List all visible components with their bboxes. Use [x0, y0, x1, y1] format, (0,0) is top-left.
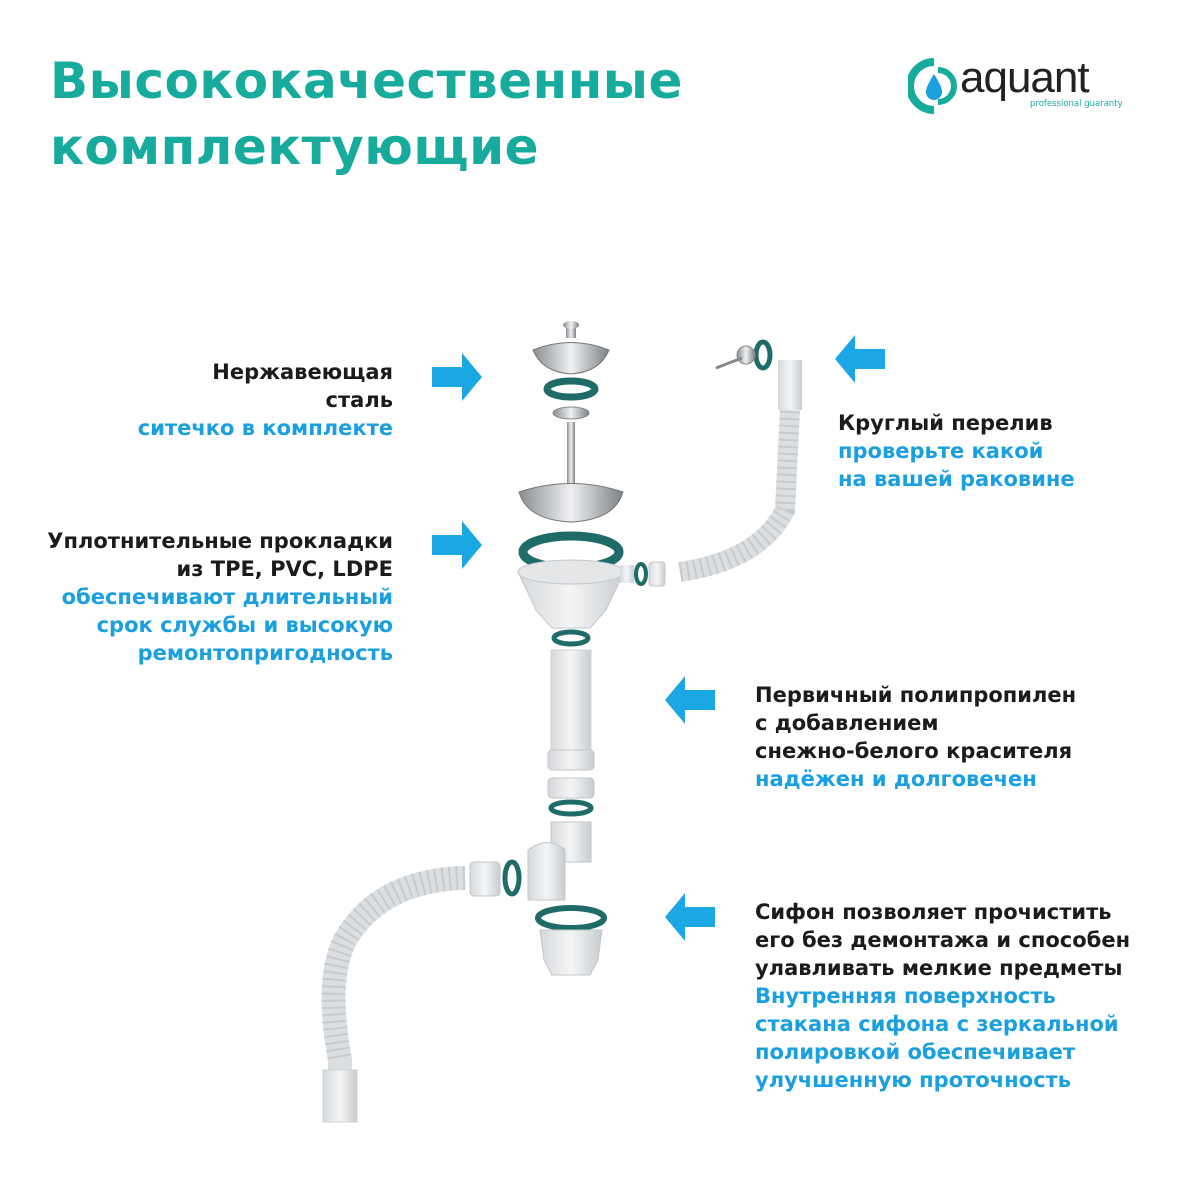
title-line-1: Высококачественные — [50, 52, 683, 110]
callout-heading: Сифон позволяет прочистить — [755, 900, 1112, 924]
title-line-2: комплектующие — [50, 118, 540, 176]
callout-heading: с добавлением — [755, 711, 939, 735]
callout-stainless-steel: Нержавеющая сталь ситечко в комплекте — [138, 358, 393, 442]
callout-siphon: Сифон позволяет прочистить его без демон… — [755, 898, 1130, 1094]
arrow-right-icon — [432, 521, 482, 569]
callout-heading: Уплотнительные прокладки — [47, 529, 393, 553]
callout-heading: снежно-белого красителя — [755, 739, 1073, 763]
callout-heading: Нержавеющая — [212, 360, 393, 384]
logo-tagline: professional guaranty — [1030, 99, 1123, 109]
callout-gaskets: Уплотнительные прокладки из TPE, PVC, LD… — [47, 527, 393, 667]
callout-subtext: Внутренняя поверхность — [755, 984, 1056, 1008]
callout-heading: его без демонтажа и способен — [755, 928, 1131, 952]
callout-subtext: срок службы и высокую — [96, 613, 393, 637]
callout-heading: улавливать мелкие предметы — [755, 956, 1123, 980]
arrow-right-icon — [432, 353, 482, 401]
callout-subtext: обеспечивают длительный — [61, 585, 393, 609]
callout-heading: из TPE, PVC, LDPE — [176, 557, 393, 581]
callout-heading: Круглый перелив — [838, 411, 1053, 435]
page-title: Высококачественные комплектующие — [50, 48, 683, 180]
logo-brand: aquant — [960, 53, 1090, 102]
arrow-left-icon — [665, 676, 715, 724]
logo-drop-icon — [908, 58, 957, 114]
callout-polypropylene: Первичный полипропилен с добавлением сне… — [755, 681, 1076, 793]
callout-subtext: надёжен и долговечен — [755, 767, 1037, 791]
callout-subtext: полировкой обеспечивает — [755, 1040, 1076, 1064]
callout-subtext: улучшенную проточность — [755, 1068, 1071, 1092]
callout-subtext: проверьте какой — [838, 439, 1044, 463]
callout-subtext: стакана сифона с зеркальной — [755, 1012, 1119, 1036]
callout-subtext: ремонтопригодность — [137, 641, 393, 665]
callout-heading: сталь — [325, 388, 393, 412]
siphon-exploded-illustration — [321, 321, 802, 1123]
callout-heading: Первичный полипропилен — [755, 683, 1077, 707]
callout-subtext: ситечко в комплекте — [137, 416, 393, 440]
arrow-left-icon — [665, 893, 715, 941]
aquant-logo: aquant professional guaranty — [908, 53, 1153, 114]
callout-overflow: Круглый перелив проверьте какой на вашей… — [838, 409, 1075, 493]
callout-subtext: на вашей раковине — [838, 467, 1075, 491]
arrow-left-icon — [835, 335, 885, 383]
